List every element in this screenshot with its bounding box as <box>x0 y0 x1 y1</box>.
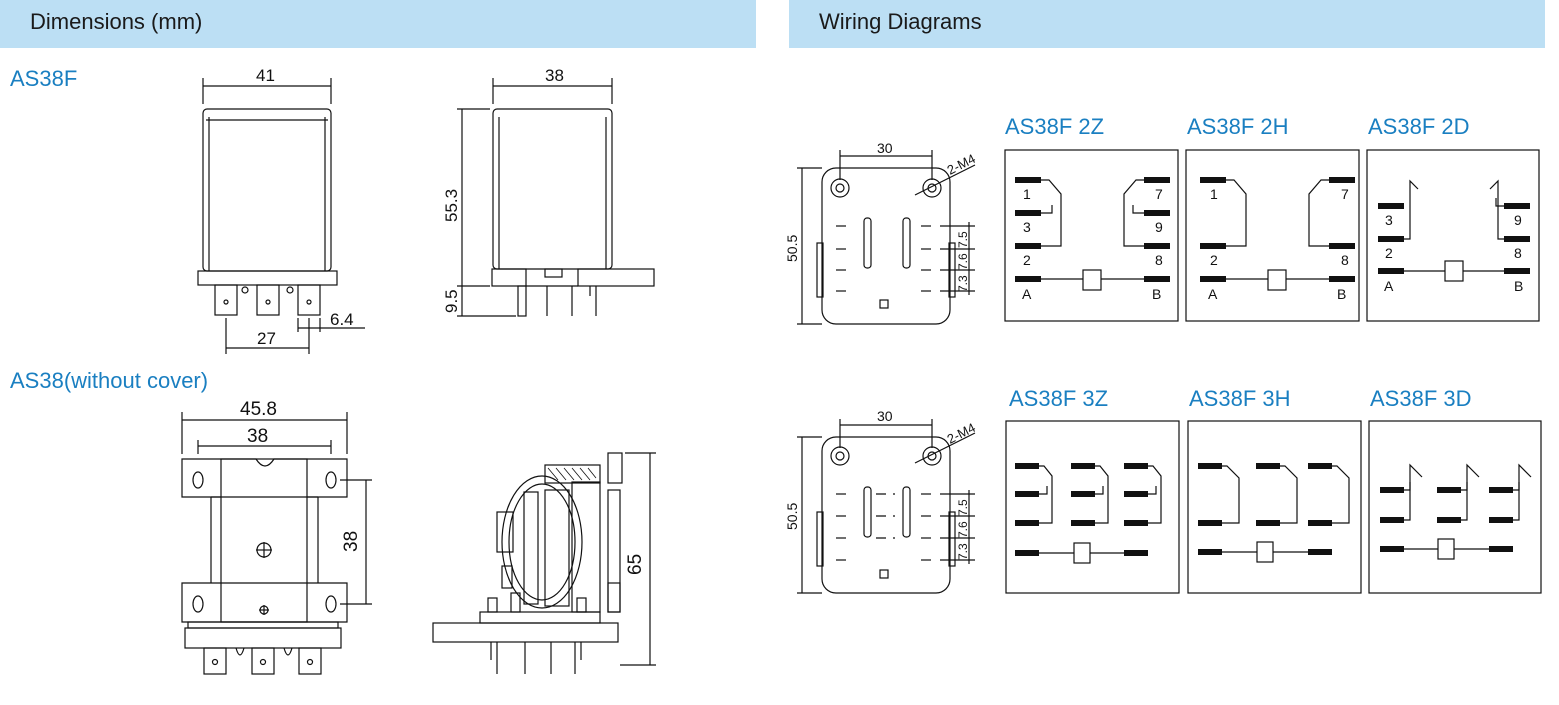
term-9-2z: 9 <box>1155 219 1163 235</box>
term-1-2h: 1 <box>1210 186 1218 202</box>
term-b-2z: B <box>1152 286 1161 302</box>
term-3-2d: 3 <box>1385 212 1393 228</box>
mount-base-3pole <box>797 419 976 594</box>
mount-base-2pole <box>797 150 976 325</box>
wiring-header: Wiring Diagrams <box>789 0 1545 48</box>
mount-30-label-bottom: 30 <box>877 408 893 424</box>
term-3-2z: 3 <box>1023 219 1031 235</box>
mount-7-3-label-bottom: 7.3 <box>956 543 970 560</box>
term-b-2h: B <box>1337 286 1346 302</box>
mount-7-6-label-top: 7.6 <box>956 253 970 270</box>
dim-27-label: 27 <box>257 329 276 348</box>
term-a-2z: A <box>1022 286 1032 302</box>
dim-65-label: 65 <box>625 554 646 575</box>
term-2-2z: 2 <box>1023 252 1031 268</box>
dim-9-5-label: 9.5 <box>442 289 461 313</box>
wiring-label-2d: AS38F 2D <box>1368 114 1470 139</box>
mount-2m4-label-bottom: 2-M4 <box>945 420 978 447</box>
term-2-2h: 2 <box>1210 252 1218 268</box>
wiring-label-2h: AS38F 2H <box>1187 114 1289 139</box>
dimensions-title: Dimensions (mm) <box>30 9 203 34</box>
dim-45-8-label: 45.8 <box>240 399 277 420</box>
dim-6-4-label: 6.4 <box>330 310 354 329</box>
term-b-2d: B <box>1514 278 1523 294</box>
wiring-label-3d: AS38F 3D <box>1370 386 1472 411</box>
wiring-diagram-2d <box>1366 149 1540 322</box>
dim-38-side-label: 38 <box>545 66 564 85</box>
mount-50-5-label-top: 50.5 <box>784 235 800 262</box>
wiring-label-3z: AS38F 3Z <box>1009 386 1109 411</box>
wiring-diagram-2h <box>1185 149 1360 322</box>
mount-50-5-label-bottom: 50.5 <box>784 503 800 530</box>
mount-2m4-label-top: 2-M4 <box>945 151 978 178</box>
dimensions-header: Dimensions (mm) <box>0 0 756 48</box>
term-a-2d: A <box>1384 278 1394 294</box>
model-label-as38f: AS38F <box>10 66 78 91</box>
as38-front-view <box>181 412 372 675</box>
mount-30-label-top: 30 <box>877 140 893 156</box>
term-a-2h: A <box>1208 286 1218 302</box>
dim-41-label: 41 <box>256 66 275 85</box>
dim-38-mount-label: 38 <box>247 426 268 447</box>
mount-7-5-label-top: 7.5 <box>956 231 970 248</box>
as38f-front-view <box>197 78 365 354</box>
wiring-label-3h: AS38F 3H <box>1189 386 1291 411</box>
term-2-2d: 2 <box>1385 245 1393 261</box>
dim-55-3-label: 55.3 <box>442 189 461 222</box>
term-8-2d: 8 <box>1514 245 1522 261</box>
dim-38-vertical-label: 38 <box>341 531 362 552</box>
term-7-2z: 7 <box>1155 186 1163 202</box>
wiring-diagram-2z <box>1004 149 1179 322</box>
mount-7-6-label-bottom: 7.6 <box>956 521 970 538</box>
wiring-title: Wiring Diagrams <box>819 9 982 34</box>
wiring-label-2z: AS38F 2Z <box>1005 114 1105 139</box>
as38-side-view <box>432 452 656 674</box>
as38f-side-view <box>457 78 655 317</box>
term-8-2z: 8 <box>1155 252 1163 268</box>
term-9-2d: 9 <box>1514 212 1522 228</box>
model-label-as38: AS38(without cover) <box>10 368 209 393</box>
mount-7-3-label-top: 7.3 <box>956 275 970 292</box>
wiring-diagram-3d <box>1368 420 1542 594</box>
wiring-diagram-3z <box>1005 420 1180 594</box>
mount-7-5-label-bottom: 7.5 <box>956 499 970 516</box>
wiring-diagram-3h <box>1187 420 1362 594</box>
term-7-2h: 7 <box>1341 186 1349 202</box>
term-1-2z: 1 <box>1023 186 1031 202</box>
term-8-2h: 8 <box>1341 252 1349 268</box>
